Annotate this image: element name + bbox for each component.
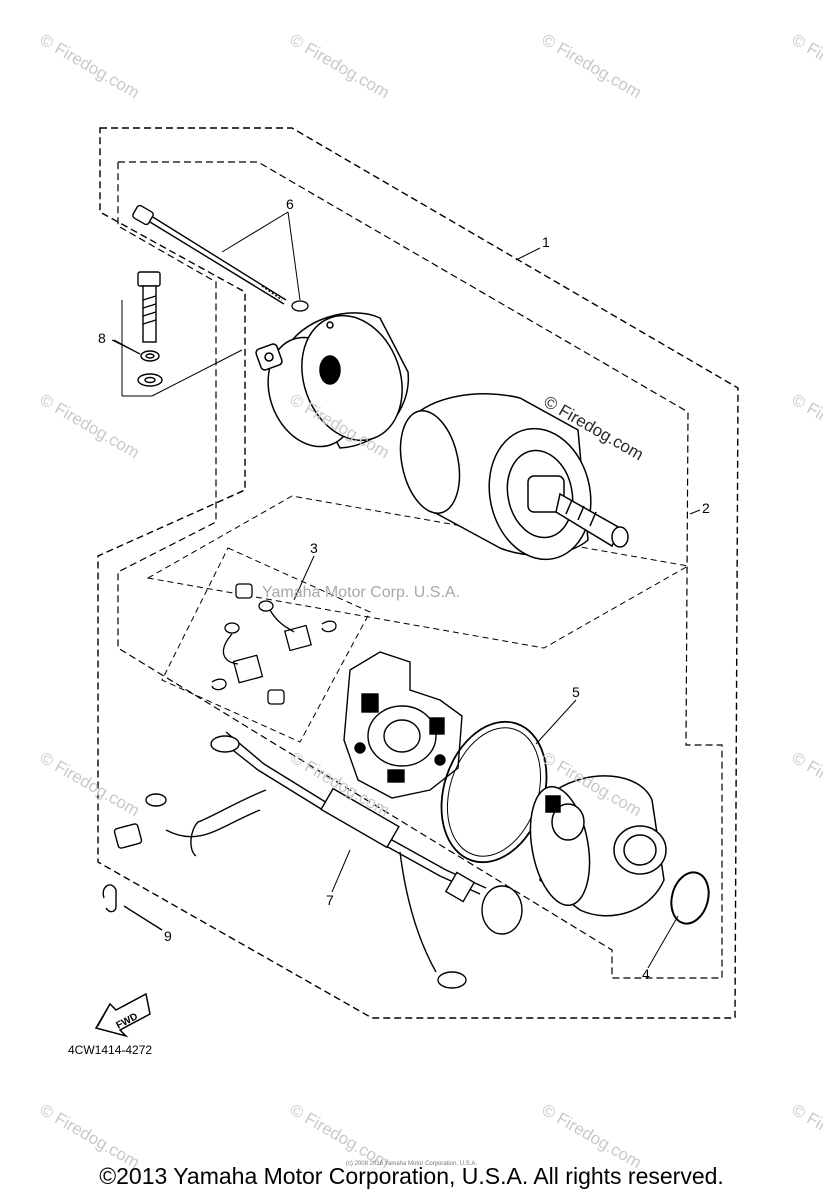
brush-set-boundary bbox=[161, 547, 371, 743]
leader-lines bbox=[113, 247, 701, 969]
callout-8: 8 bbox=[98, 330, 106, 346]
lead-wire bbox=[113, 731, 523, 989]
fine-print: (c) 2008 2016 Yamaha Motor Corporation, … bbox=[345, 1161, 478, 1167]
copyright-footer: ©2013 Yamaha Motor Corporation, U.S.A. A… bbox=[99, 1163, 724, 1189]
leader-6 bbox=[221, 211, 301, 301]
fwd-arrow: FWD bbox=[94, 992, 151, 1038]
armature-boundary bbox=[146, 495, 690, 649]
brush-holder bbox=[343, 651, 463, 799]
assembly-boundary-outer bbox=[97, 127, 739, 1019]
mounting-bolt bbox=[137, 271, 163, 387]
callout-2: 2 bbox=[702, 500, 710, 516]
callout-4: 4 bbox=[642, 966, 650, 982]
part-number: 4CW1414-4272 bbox=[68, 1043, 153, 1057]
callout-9: 9 bbox=[164, 928, 172, 944]
through-bolt bbox=[132, 204, 287, 305]
callout-7: 7 bbox=[326, 892, 334, 908]
callout-3: 3 bbox=[310, 540, 318, 556]
washer bbox=[291, 300, 309, 312]
callout-5: 5 bbox=[572, 684, 580, 700]
rear-cover bbox=[529, 775, 667, 917]
company-watermark: Yamaha Motor Corp. U.S.A. bbox=[262, 584, 460, 601]
callout-1: 1 bbox=[542, 234, 550, 250]
wire-clip bbox=[102, 884, 163, 931]
armature bbox=[399, 393, 629, 561]
bolt-bracket-lines bbox=[111, 300, 243, 397]
brushes bbox=[211, 583, 337, 705]
o-ring-small bbox=[670, 871, 710, 925]
front-cover bbox=[255, 312, 410, 449]
callout-6: 6 bbox=[286, 196, 294, 212]
